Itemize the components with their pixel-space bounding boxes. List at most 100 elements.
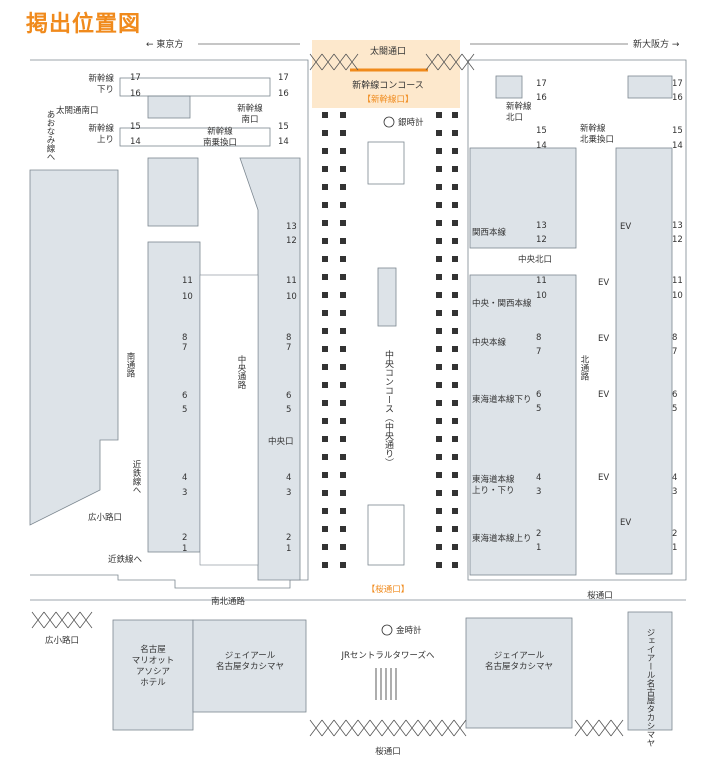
label-aonami: あおなみ線へ: [45, 110, 55, 161]
ticket-gate: [79, 611, 93, 629]
ticket-gate: [321, 719, 335, 737]
label-takashimaya-left: ジェイアール: [225, 651, 276, 661]
platform-number: 15: [536, 126, 547, 136]
concourse-label: 新幹線コンコース: [352, 79, 424, 91]
platform-number: 17: [536, 79, 547, 89]
pillar: [452, 292, 458, 298]
platform-number: 3: [672, 487, 677, 497]
pillar: [322, 436, 328, 442]
shinkansen-concourse: [312, 40, 460, 108]
platform-number: 14: [672, 141, 683, 151]
block-left-col1-b: [147, 241, 201, 553]
pillar: [322, 490, 328, 496]
pillar: [452, 166, 458, 172]
platform-number: 1: [536, 543, 541, 553]
pillar: [322, 184, 328, 190]
pillar: [322, 256, 328, 262]
label-tokaido-both: 上り・下り: [472, 486, 515, 496]
pillar: [452, 490, 458, 496]
label-ev: EV: [598, 473, 609, 483]
pillar: [322, 364, 328, 370]
platform-number: 12: [672, 235, 683, 245]
pillar: [340, 508, 346, 514]
label-shinkansen-south-transfer: 南乗換口: [203, 137, 237, 148]
block-left-main: [29, 169, 119, 526]
gold-clock-label: 金時計: [396, 625, 422, 636]
pillar: [436, 472, 442, 478]
platform-number: 14: [130, 137, 141, 147]
platform-number: 11: [286, 276, 297, 286]
ticket-gate: [437, 53, 451, 71]
pillar: [340, 112, 346, 118]
pillar: [436, 526, 442, 532]
pillar: [322, 310, 328, 316]
label-kintetsu-bottom: 近鉄線へ: [108, 554, 143, 565]
platform-number: 5: [286, 405, 291, 415]
ticket-gate: [357, 719, 371, 737]
pillar: [322, 454, 328, 460]
block-right-top2: [627, 75, 673, 99]
pillar: [322, 418, 328, 424]
pillar: [436, 328, 442, 334]
platform-number: 12: [286, 236, 297, 246]
platform-number: 4: [182, 473, 187, 483]
label-hirokoji: 広小路口: [88, 512, 122, 523]
platform-number: 11: [182, 276, 193, 286]
pillar: [340, 274, 346, 280]
platform-number: 1: [286, 544, 291, 554]
pillar: [436, 238, 442, 244]
platform-number: 11: [536, 276, 547, 286]
platform-number: 10: [672, 291, 683, 301]
platform-number: 16: [130, 89, 141, 99]
pillar: [322, 562, 328, 568]
platform-number: 7: [672, 347, 677, 357]
pillar: [340, 418, 346, 424]
pillar: [436, 130, 442, 136]
ticket-gate: [31, 611, 45, 629]
pillar: [452, 472, 458, 478]
label-shinkansen-up: 上り: [97, 135, 114, 145]
label-central-street: 中央通路: [236, 354, 246, 390]
nanboku-label: 南北通路: [211, 596, 246, 607]
silver-clock-icon: [383, 116, 395, 128]
jr-towers-stair: [375, 668, 397, 700]
gold-clock-icon: [381, 624, 393, 636]
sakuradori-gate-right: 桜通口: [587, 590, 613, 601]
pillar: [436, 184, 442, 190]
label-takashimaya-right: ジェイアール: [494, 651, 545, 661]
pillar: [436, 220, 442, 226]
pillar: [452, 238, 458, 244]
takashimaya-left-block: [192, 619, 307, 713]
pillar: [340, 310, 346, 316]
ticket-gate: [345, 53, 359, 71]
pillar: [452, 562, 458, 568]
bottom-labels: 名古屋マリオットアソシアホテルジェイアール名古屋タカシマヤジェイアール名古屋タカ…: [132, 628, 656, 747]
label-shinkansen-down: 下り: [97, 85, 114, 95]
pillar: [452, 454, 458, 460]
right-labels: 新幹線北口新幹線北乗換口関西本線中央北口中央・関西本線中央本線東海道本線下り東海…: [472, 101, 631, 544]
pillar: [322, 346, 328, 352]
platform-number: 16: [536, 93, 547, 103]
pillar: [452, 526, 458, 532]
pillar: [436, 436, 442, 442]
pillar: [436, 256, 442, 262]
pillar: [436, 346, 442, 352]
ticket-gate: [417, 719, 431, 737]
pillar: [436, 544, 442, 550]
platform-number: 5: [536, 404, 541, 414]
ticket-gate: [610, 719, 624, 737]
pillar: [340, 562, 346, 568]
pillar: [452, 364, 458, 370]
ticket-gate: [43, 611, 57, 629]
label-shinkansen-north-transfer: 北乗換口: [580, 134, 614, 145]
ticket-gate: [345, 719, 359, 737]
ticket-gate: [574, 719, 588, 737]
pillar: [340, 220, 346, 226]
concourse-sub-label: 【新幹線口】: [362, 94, 413, 105]
direction-west: ← 東京方: [146, 38, 183, 50]
platform-number: 2: [536, 529, 541, 539]
pillar: [436, 148, 442, 154]
pillar: [322, 526, 328, 532]
pillar: [340, 148, 346, 154]
